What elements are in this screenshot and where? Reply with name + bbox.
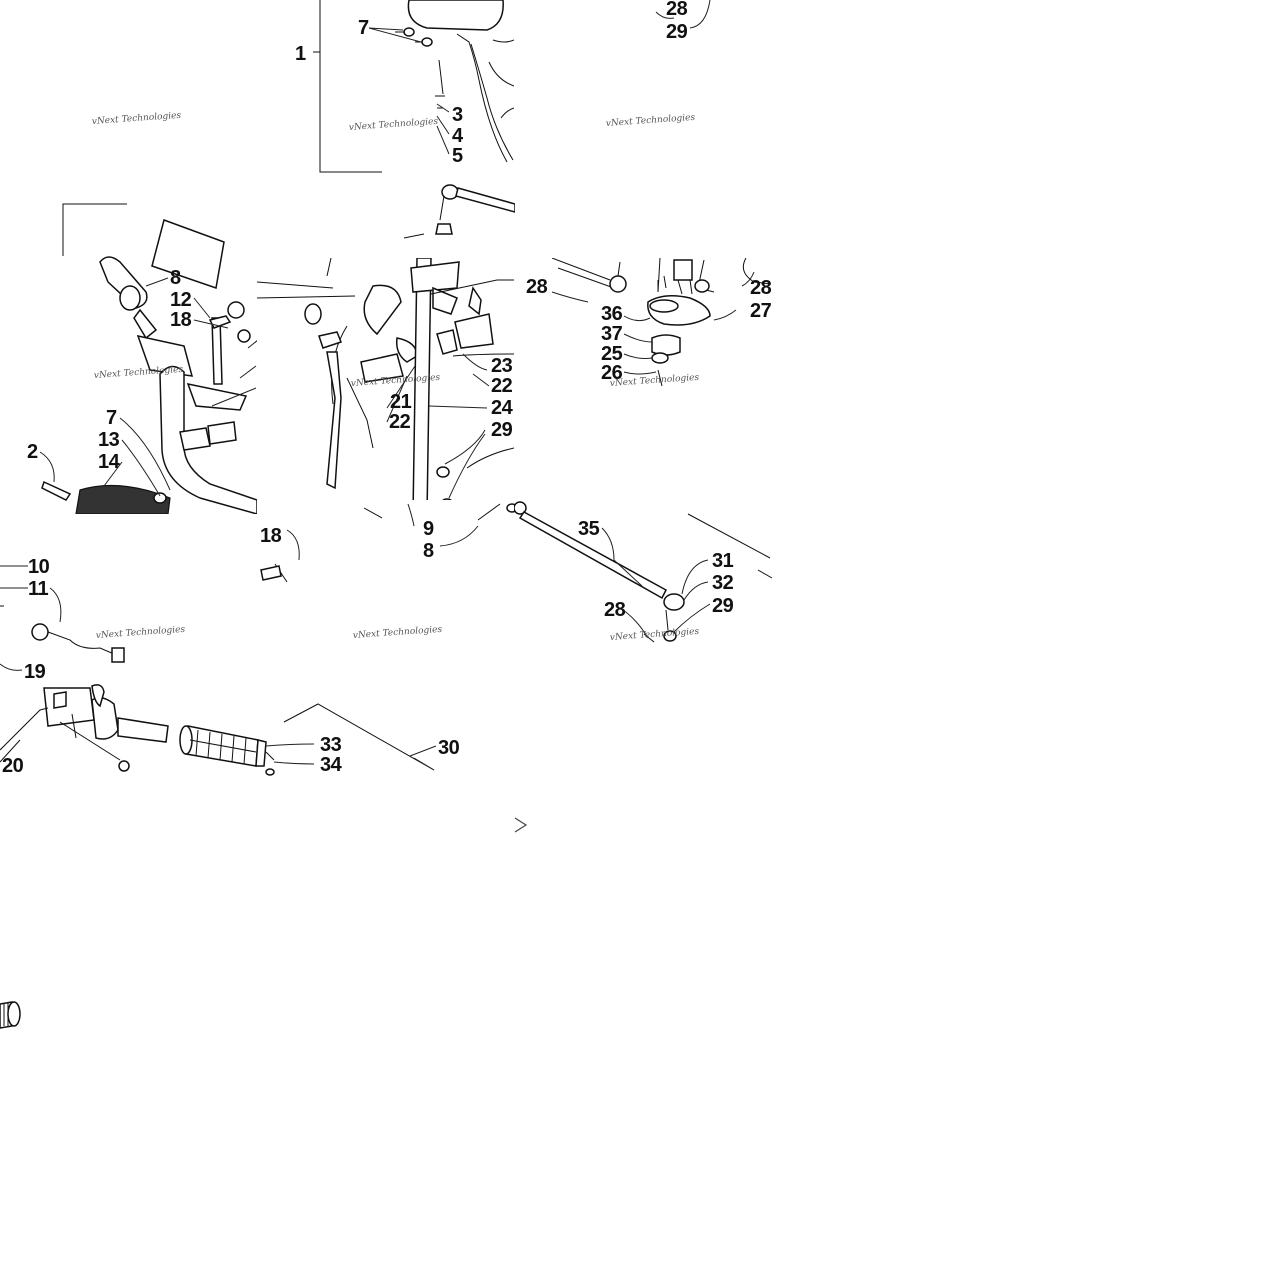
callout-32: 32: [712, 572, 734, 594]
callout-21: 21: [390, 391, 412, 413]
watermark: vNext Technologies: [606, 113, 696, 129]
diagram-tile-lever-overlay: 20: [0, 680, 172, 772]
diagram-tile-grip-overlay: 33 34 30: [170, 700, 470, 780]
callout-31: 31: [712, 550, 734, 572]
callout-7: 7: [106, 407, 117, 429]
callout-7: 7: [358, 17, 369, 39]
chevron-right-icon[interactable]: [513, 815, 529, 835]
callout-33: 33: [320, 734, 342, 756]
watermark: vNext Technologies: [96, 625, 186, 641]
diagram-tile-tie-rod-svg: 35 31 32 29 28 vNext Technologies: [514, 501, 773, 643]
diagram-tile-fasteners: 9 8: [360, 500, 520, 570]
callout-28: 28: [604, 599, 626, 621]
callout-23: 23: [491, 355, 513, 377]
callout-29: 29: [491, 419, 513, 441]
callout-2: 2: [27, 441, 38, 463]
callout-26: 26: [601, 362, 623, 384]
diagram-tile-steering-bearing-svg: 28 36 37 25 26 28 27 vNext Technologies: [526, 258, 771, 389]
diagram-tile-top-right-svg: 28 29 vNext Technologies: [606, 0, 711, 129]
diagram-tile-handlebar-left: 8 12 18 6 16 15 17 7 13 14 2 vNext Techn…: [0, 200, 257, 514]
diagram-tile-grip-overlay-svg: 33 34 30: [179, 703, 460, 776]
callout-14: 14: [98, 451, 121, 473]
diagram-tile-blank-top-left: vNext Technologies: [0, 0, 257, 180]
diagram-fragment-grip-end-svg: [0, 1001, 21, 1029]
watermark: vNext Technologies: [349, 117, 439, 133]
callout-29: 29: [666, 21, 688, 43]
callout-27: 27: [750, 300, 771, 322]
diagram-tile-steering-bearing: 28 36 37 25 26 28 27 vNext Technologies: [514, 258, 771, 514]
diagram-fragment-grip-end: [0, 996, 26, 1032]
callout-35: 35: [578, 518, 600, 540]
callout-22: 22: [491, 375, 513, 397]
watermark: vNext Technologies: [610, 627, 700, 643]
diagram-tile-blank-top-left-svg: vNext Technologies: [92, 111, 182, 127]
callout-19: 19: [24, 661, 46, 683]
diagram-tile-fasteners-svg: 9 8: [363, 503, 518, 562]
callout-8: 8: [170, 267, 181, 289]
callout-13: 13: [98, 429, 120, 451]
diagram-tile-steering-post-svg: 21 22 23 22 24 29 vNext Technologies: [257, 258, 514, 514]
diagram-tile-steering-top-svg: 7 1 3 4 5 vNext Technologies: [295, 0, 514, 173]
callout-10: 10: [28, 556, 50, 578]
callout-18: 18: [170, 309, 192, 331]
diagram-tile-handlebar-left-svg: 8 12 18 6 16 15 17 7 13 14 2 vNext Techn…: [27, 203, 257, 514]
callout-1: 1: [295, 43, 306, 65]
callout-25: 25: [601, 343, 623, 365]
watermark: vNext Technologies: [610, 373, 700, 389]
callout-28: 28: [750, 277, 771, 299]
diagram-tile-top-right: 28 29 vNext Technologies: [514, 0, 771, 180]
diagram-tile-steering-top: 7 1 3 4 5 vNext Technologies: [257, 0, 514, 180]
callout-11: 11: [28, 578, 49, 600]
watermark: vNext Technologies: [353, 625, 443, 641]
callout-30: 30: [438, 737, 460, 759]
callout-5: 5: [452, 145, 463, 167]
callout-28: 28: [666, 0, 688, 20]
callout-24: 24: [491, 397, 514, 419]
callout-34: 34: [320, 754, 343, 776]
callout-37: 37: [601, 323, 623, 345]
callout-36: 36: [601, 303, 623, 325]
diagram-tile-tie-rod-top-svg: [403, 184, 515, 239]
callout-28: 28: [526, 276, 548, 298]
callout-9: 9: [423, 518, 434, 540]
callout-20: 20: [2, 755, 24, 772]
chevron-right-icon-svg: [514, 817, 528, 833]
diagram-tile-tie-rod: 35 31 32 29 28 vNext Technologies: [514, 500, 774, 670]
callout-8: 8: [423, 540, 434, 562]
callout-22: 22: [389, 411, 411, 433]
diagram-tile-lever-overlay-svg: 20: [0, 684, 169, 772]
callout-3: 3: [452, 104, 463, 126]
callout-18: 18: [260, 525, 282, 547]
diagram-tile-steering-post: 21 22 23 22 24 29 vNext Technologies: [257, 258, 514, 514]
callout-4: 4: [452, 125, 464, 147]
diagram-tile-tie-rod-top: [400, 180, 515, 258]
watermark: vNext Technologies: [92, 111, 182, 127]
callout-29: 29: [712, 595, 734, 617]
callout-12: 12: [170, 289, 192, 311]
